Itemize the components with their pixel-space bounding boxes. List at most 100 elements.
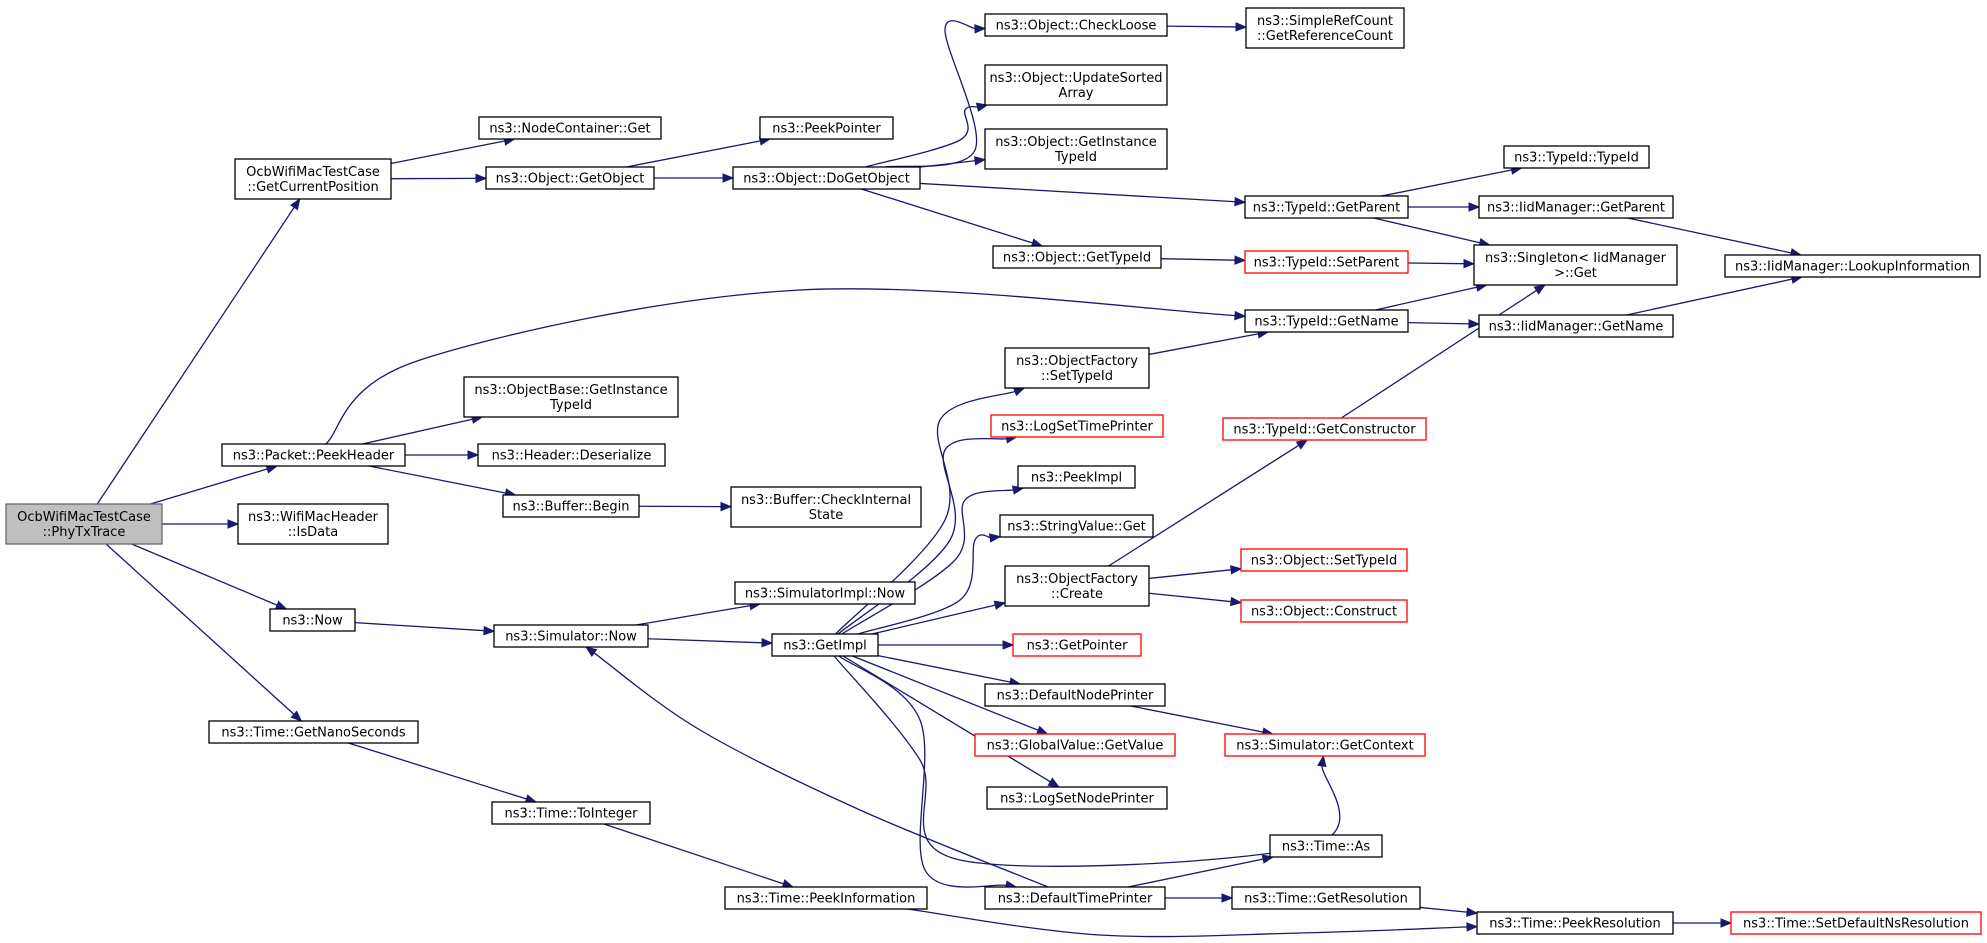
edge-time-getresolution-to-time-peekresolution-arrowhead — [1466, 907, 1479, 917]
node-box — [1244, 195, 1409, 219]
node-box — [984, 128, 1168, 170]
node-peekheader[interactable]: ns3::Packet::PeekHeader — [221, 443, 406, 467]
node-simulator-getcontext[interactable]: ns3::Simulator::GetContext — [1224, 733, 1426, 757]
node-label: ns3::NodeContainer::Get — [489, 122, 650, 137]
node-nodecontainer-get[interactable]: ns3::NodeContainer::Get — [478, 116, 662, 140]
node-label: ns3::PeekPointer — [772, 122, 881, 137]
node-time-peekinformation[interactable]: ns3::Time::PeekInformation — [724, 886, 928, 910]
node-label: ns3::Object::UpdateSorted — [989, 71, 1162, 86]
node-label: TypeId — [549, 398, 592, 413]
node-objectfactory-create[interactable]: ns3::ObjectFactory::Create — [1004, 565, 1150, 607]
node-object-gettypeid[interactable]: ns3::Object::GetTypeId — [992, 245, 1162, 269]
edge-typeid-setparent-to-singleton-get-arrowhead — [1463, 258, 1476, 269]
node-getreferencecount[interactable]: ns3::SimpleRefCount::GetReferenceCount — [1245, 7, 1405, 49]
node-simulatorimpl-now[interactable]: ns3::SimulatorImpl::Now — [734, 581, 916, 605]
node-typeid-getconstructor[interactable]: ns3::TypeId::GetConstructor — [1222, 417, 1427, 441]
edge-typeid-getparent-to-iidmanager-getparent-arrowhead — [1468, 202, 1481, 212]
edge-peekheader-to-objectbase-getinstancetypeid — [362, 418, 474, 445]
node-box — [269, 608, 356, 632]
node-defaulttimeprinter[interactable]: ns3::DefaultTimePrinter — [984, 886, 1166, 910]
edge-phytxtrace-to-now-arrowhead — [274, 600, 288, 610]
node-time-as[interactable]: ns3::Time::As — [1269, 834, 1383, 858]
node-simulator-now[interactable]: ns3::Simulator::Now — [493, 624, 649, 648]
node-peekimpl[interactable]: ns3::PeekImpl — [1017, 465, 1136, 489]
node-getpointer[interactable]: ns3::GetPointer — [1012, 633, 1142, 657]
node-objectfactory-settypeid[interactable]: ns3::ObjectFactory::SetTypeId — [1004, 347, 1150, 389]
node-box — [984, 64, 1168, 106]
node-typeid-setparent[interactable]: ns3::TypeId::SetParent — [1244, 250, 1409, 274]
node-iidmanager-getname[interactable]: ns3::IidManager::GetName — [1478, 314, 1674, 338]
node-label: ns3::Object::SetTypeId — [1251, 554, 1397, 569]
node-now[interactable]: ns3::Now — [269, 608, 356, 632]
node-getimpl[interactable]: ns3::GetImpl — [771, 633, 879, 657]
node-box — [759, 116, 894, 140]
node-logsetnodeprinter[interactable]: ns3::LogSetNodePrinter — [986, 786, 1168, 810]
node-iidmanager-getparent[interactable]: ns3::IidManager::GetParent — [1478, 195, 1674, 219]
node-box — [984, 683, 1166, 707]
edge-typeid-getparent-to-typeid-typeid — [1381, 169, 1513, 197]
node-lookupinformation[interactable]: ns3::IidManager::LookupInformation — [1724, 254, 1981, 278]
node-globalvalue-getvalue[interactable]: ns3::GlobalValue::GetValue — [974, 733, 1176, 757]
node-label: ns3::LogSetTimePrinter — [1001, 420, 1153, 435]
node-header-deserialize[interactable]: ns3::Header::Deserialize — [477, 443, 666, 467]
node-isdata[interactable]: ns3::WifiMacHeader::IsData — [237, 503, 389, 545]
edge-getimpl-to-logsetnodeprinter — [842, 655, 1052, 783]
node-stringvalue-get[interactable]: ns3::StringValue::Get — [999, 514, 1154, 538]
node-time-peekresolution[interactable]: ns3::Time::PeekResolution — [1476, 911, 1674, 935]
node-getnanoseconds[interactable]: ns3::Time::GetNanoSeconds — [208, 720, 419, 744]
edge-typeid-getconstructor-to-singleton-get-arrowhead — [1533, 284, 1547, 295]
node-phytxtrace[interactable]: OcbWifiMacTestCase::PhyTxTrace — [5, 503, 163, 545]
edge-objectfactory-create-to-typeid-getconstructor-arrowhead — [1295, 439, 1309, 450]
node-dogetobject[interactable]: ns3::Object::DoGetObject — [732, 166, 921, 190]
node-singleton-get[interactable]: ns3::Singleton< IidManager>::Get — [1473, 244, 1678, 286]
edge-dogetobject-to-object-getinstancetypeid — [919, 159, 977, 168]
edge-dogetobject-to-typeid-getparent — [919, 182, 1237, 203]
node-label: ns3::Simulator::Now — [505, 630, 637, 645]
node-logsettimeprinter[interactable]: ns3::LogSetTimePrinter — [990, 414, 1164, 438]
node-peekpointer[interactable]: ns3::PeekPointer — [759, 116, 894, 140]
node-time-getresolution[interactable]: ns3::Time::GetResolution — [1231, 886, 1421, 910]
node-label: ns3::TypeId::TypeId — [1514, 151, 1639, 166]
node-box — [1473, 244, 1678, 286]
node-typeid-typeid[interactable]: ns3::TypeId::TypeId — [1503, 145, 1650, 169]
node-label: ns3::Object::GetObject — [496, 172, 645, 187]
edge-defaulttimeprinter-to-simulator-now — [592, 651, 1049, 888]
edge-getobject-to-dogetobject-arrowhead — [722, 173, 735, 183]
edge-getnanoseconds-to-time-tointeger — [348, 742, 528, 800]
node-box — [990, 414, 1164, 438]
node-box — [1231, 886, 1421, 910]
node-object-construct[interactable]: ns3::Object::Construct — [1240, 599, 1408, 623]
node-box — [1222, 417, 1427, 441]
edge-objectfactory-create-to-typeid-getconstructor — [1108, 444, 1300, 567]
node-box — [5, 503, 163, 545]
node-getobject[interactable]: ns3::Object::GetObject — [485, 166, 655, 190]
node-getcurrentposition[interactable]: OcbWifiMacTestCase::GetCurrentPosition — [234, 158, 392, 200]
node-label: ::GetReferenceCount — [1257, 29, 1393, 44]
edge-getimpl-to-logsettimeprinter — [837, 437, 1008, 635]
edge-simulator-now-to-simulatorimpl-now — [635, 604, 752, 626]
node-time-tointeger[interactable]: ns3::Time::ToInteger — [491, 801, 651, 825]
node-typeid-getname[interactable]: ns3::TypeId::GetName — [1244, 309, 1409, 333]
node-object-settypeid[interactable]: ns3::Object::SetTypeId — [1240, 548, 1408, 572]
node-setdefaultnsresolution[interactable]: ns3::Time::SetDefaultNsResolution — [1730, 911, 1982, 935]
node-label: ns3::TypeId::GetName — [1254, 315, 1398, 330]
node-label: ns3::DefaultNodePrinter — [997, 689, 1154, 704]
node-box — [1004, 565, 1150, 607]
edge-time-tointeger-to-time-peekinformation — [603, 823, 785, 885]
node-label: ns3::Packet::PeekHeader — [233, 449, 395, 464]
edge-now-to-simulator-now — [354, 621, 486, 632]
node-box — [234, 158, 392, 200]
node-defaultnodeprinter[interactable]: ns3::DefaultNodePrinter — [984, 683, 1166, 707]
node-label: ::SetTypeId — [1041, 369, 1113, 384]
node-label: ::PhyTxTrace — [43, 525, 126, 540]
edge-defaulttimeprinter-to-time-getresolution-arrowhead — [1221, 893, 1234, 903]
node-buffer-begin[interactable]: ns3::Buffer::Begin — [502, 494, 640, 518]
node-typeid-getparent[interactable]: ns3::TypeId::GetParent — [1244, 195, 1409, 219]
node-checkloose[interactable]: ns3::Object::CheckLoose — [984, 13, 1168, 37]
node-box — [992, 245, 1162, 269]
node-box — [478, 116, 662, 140]
